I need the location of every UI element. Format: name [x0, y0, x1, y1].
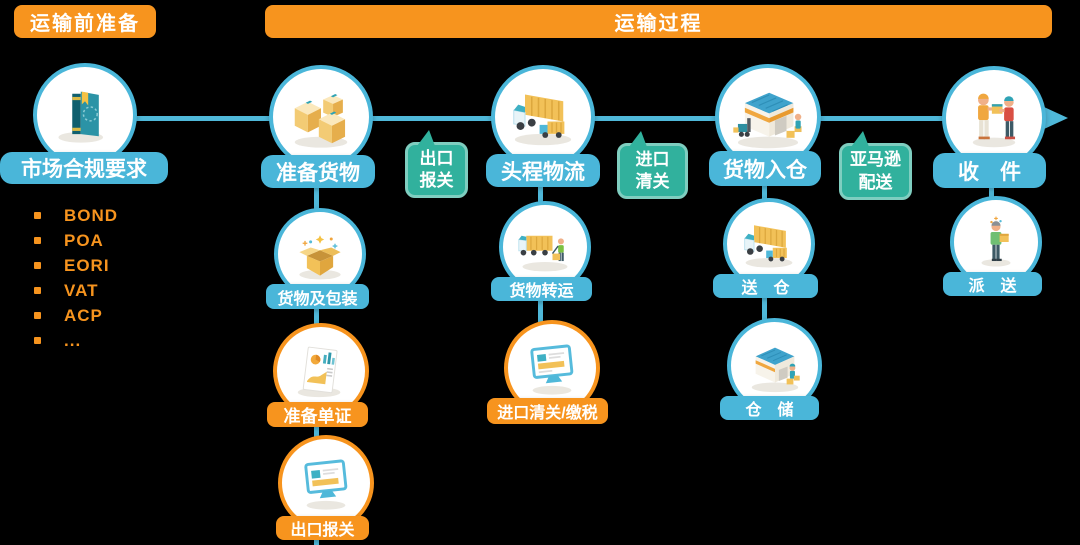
stage-label-receive: 收 件 — [933, 153, 1046, 188]
stage-label-inbound: 货物入仓 — [709, 151, 821, 186]
computer-customs-icon — [530, 344, 574, 395]
book-icon — [58, 91, 104, 143]
list-item: POA — [30, 228, 118, 253]
sub-label-prepare-documents: 准备单证 — [267, 402, 368, 427]
trucks-icon — [513, 94, 572, 146]
bullet-icon — [34, 212, 41, 219]
transport-phase-header: 运输过程 — [265, 5, 1052, 38]
sub-label-deliver-to-warehouse: 送 仓 — [713, 274, 818, 298]
badge-tail — [629, 131, 647, 147]
list-item: ... — [30, 328, 118, 353]
badge-import-customs: 进口 清关 — [617, 131, 688, 199]
bullet-icon — [34, 312, 41, 319]
list-item: BOND — [30, 203, 118, 228]
bullet-icon — [34, 237, 41, 244]
export-declaration-circle — [278, 435, 374, 531]
receive-circle — [942, 66, 1046, 170]
sub-label-import-clearance-tax: 进口清关/缴税 — [487, 398, 608, 424]
stage-label-first-leg: 头程物流 — [486, 154, 600, 187]
sub-label-export-declaration: 出口报关 — [276, 516, 369, 540]
list-item: ACP — [30, 303, 118, 328]
document-chart-icon — [297, 346, 341, 398]
list-item: EORI — [30, 253, 118, 278]
warehouse-forklift-icon — [733, 92, 802, 149]
badge-amazon-delivery: 亚马逊 配送 — [839, 131, 912, 200]
prepare-goods-circle — [269, 65, 373, 169]
stage-label-prepare-goods: 准备货物 — [261, 155, 375, 188]
delivery-trucks-icon — [744, 225, 793, 268]
open-box-icon — [299, 235, 341, 280]
sub-label-packaging: 货物及包装 — [266, 284, 369, 309]
sub-label-dispatch: 派 送 — [943, 272, 1042, 296]
compliance-list: BOND POA EORI VAT ACP ... — [30, 203, 118, 353]
truck-transfer-icon — [518, 235, 568, 272]
badge-tail — [417, 130, 435, 146]
badge-export-customs: 出口 报关 — [405, 130, 468, 198]
compliance-title: 市场合规要求 — [0, 152, 168, 184]
bullet-icon — [34, 262, 41, 269]
badge-tail — [851, 131, 869, 147]
list-item: VAT — [30, 278, 118, 303]
boxes-icon — [294, 94, 348, 148]
bullet-icon — [34, 287, 41, 294]
warehouse-icon — [751, 347, 800, 392]
courier-carry-icon — [981, 216, 1011, 267]
sub-label-transfer: 货物转运 — [491, 277, 592, 301]
computer-declaration-icon — [304, 459, 348, 510]
sub-label-storage: 仓 储 — [720, 396, 819, 420]
package-handoff-icon — [972, 93, 1016, 148]
prep-phase-header: 运输前准备 — [14, 5, 156, 38]
bullet-icon — [34, 337, 41, 344]
flow-arrow-icon — [1044, 107, 1068, 129]
